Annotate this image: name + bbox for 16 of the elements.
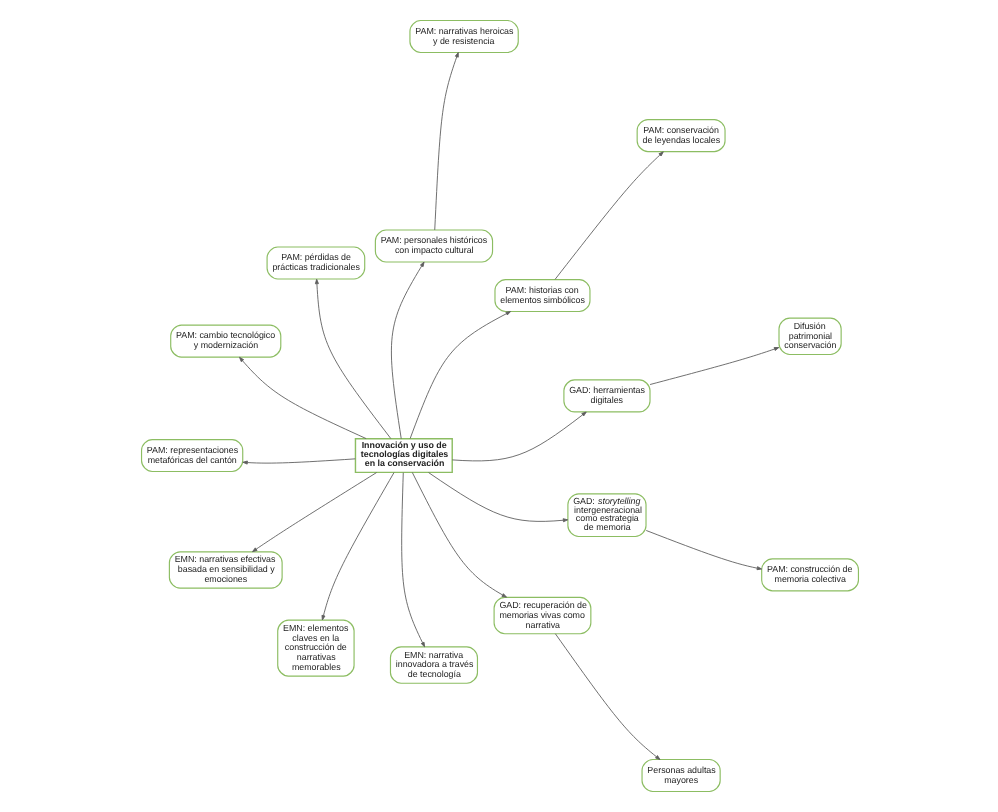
arrow — [648, 347, 779, 385]
arrow — [313, 278, 391, 439]
arrow — [251, 472, 377, 553]
arrow — [450, 411, 586, 462]
arrow — [553, 151, 663, 280]
arrow — [433, 52, 458, 231]
arrow — [408, 311, 510, 439]
arrow — [400, 472, 425, 648]
arrow — [427, 472, 568, 523]
arrow — [553, 633, 660, 760]
arrow — [410, 472, 506, 598]
arrow — [241, 458, 355, 465]
arrow — [238, 356, 366, 440]
arrow — [644, 530, 762, 571]
arrow — [320, 472, 394, 621]
arrow — [390, 261, 424, 440]
